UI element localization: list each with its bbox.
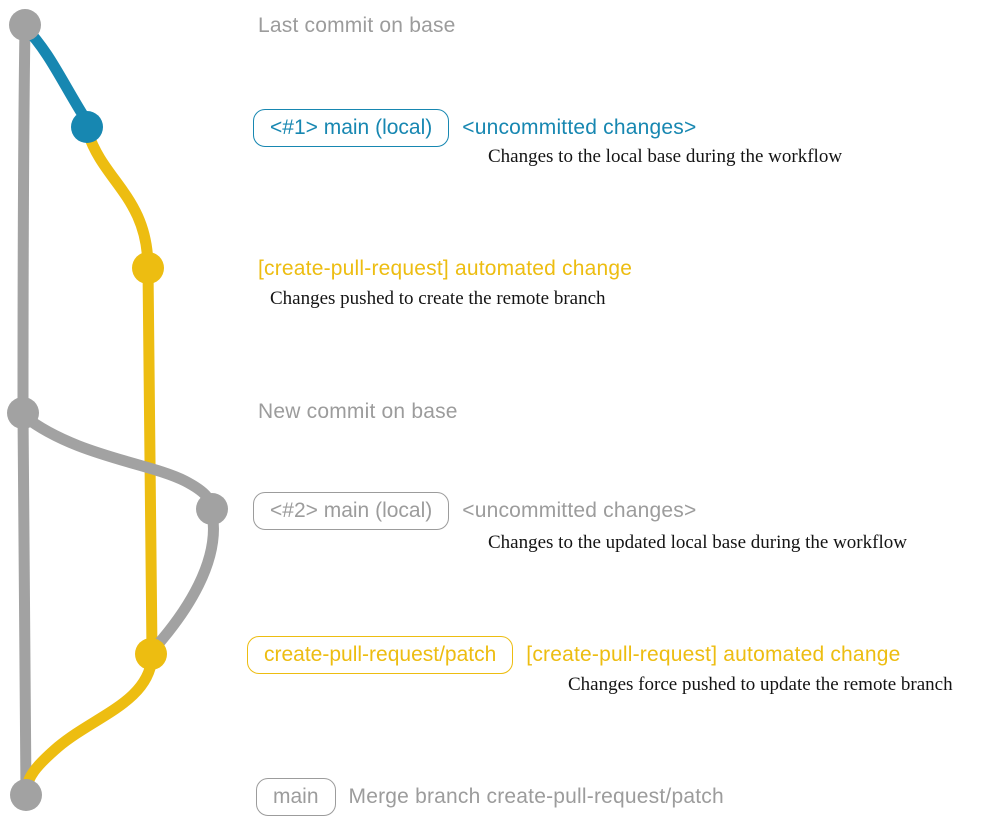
edge-rebase-to-patch — [147, 507, 219, 656]
commit-graph — [7, 9, 228, 811]
new-commit-on-base-label: New commit on base — [258, 400, 458, 423]
edge-merge-to-base — [20, 652, 158, 798]
sequence-2-row: <#2> main (local) <uncommitted changes> — [253, 492, 696, 530]
branch-badge-main-local-2: <#2> main (local) — [253, 492, 450, 530]
node-new-commit-on-base — [7, 397, 39, 429]
node-merge-commit — [10, 779, 42, 811]
edge-base-diverge — [18, 410, 218, 517]
merge-row: main Merge branch create-pull-request/pa… — [256, 778, 724, 816]
branch-badge-main: main — [256, 778, 336, 816]
edge-local-main-branch — [19, 21, 92, 126]
sequence-2-description: Changes to the updated local base during… — [488, 532, 907, 553]
last-commit-on-base-label: Last commit on base — [258, 14, 456, 37]
automated-change-description-1: Changes pushed to create the remote bran… — [270, 288, 606, 309]
sequence-1-row: <#1> main (local) <uncommitted changes> — [253, 109, 696, 147]
automated-change-description-2: Changes force pushed to update the remot… — [568, 674, 953, 695]
node-automated-change-1 — [132, 252, 164, 284]
uncommitted-changes-title-2: <uncommitted changes> — [462, 499, 697, 522]
push-2-row: create-pull-request/patch [create-pull-r… — [247, 636, 900, 674]
node-main-local-1 — [71, 111, 103, 143]
branch-badge-main-local-1: <#1> main (local) — [253, 109, 450, 147]
sequence-1-description: Changes to the local base during the wor… — [488, 146, 843, 167]
automated-change-title-1: [create-pull-request] automated change — [258, 257, 633, 280]
merge-commit-title: Merge branch create-pull-request/patch — [348, 785, 724, 808]
node-last-commit-on-base — [9, 9, 41, 41]
automated-change-title-2: [create-pull-request] automated change — [526, 643, 901, 666]
node-main-local-2 — [196, 493, 228, 525]
branch-badge-create-pull-request-patch: create-pull-request/patch — [247, 636, 514, 674]
edge-pull-request-branch-upper — [82, 127, 154, 274]
edge-pull-request-branch-vertical — [142, 262, 158, 658]
uncommitted-changes-title-1: <uncommitted changes> — [462, 116, 697, 139]
node-automated-change-2 — [135, 638, 167, 670]
